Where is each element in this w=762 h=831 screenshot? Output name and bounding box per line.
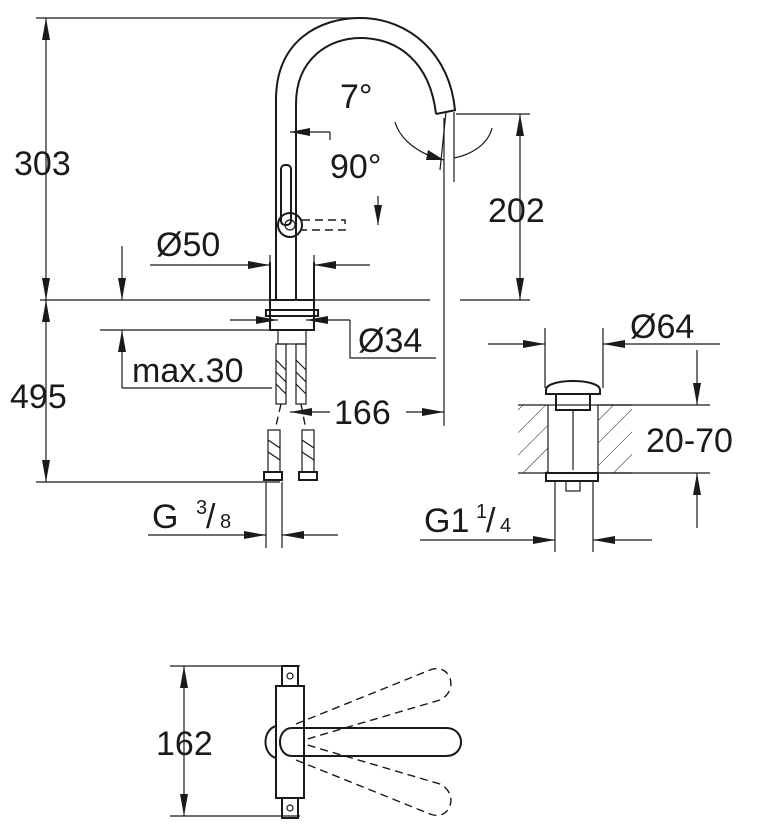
dim-height-below: 495 (10, 300, 280, 483)
label-g1-main: G1 (424, 502, 469, 540)
label-202: 202 (488, 192, 545, 230)
dim-waste-range: 20-70 (600, 350, 733, 528)
tap-side-view (40, 16, 457, 481)
dim-angle-spout: 7° (340, 78, 493, 182)
top-view: 162 (156, 665, 462, 819)
label-g-main: G (152, 498, 178, 536)
dim-hose-thread: G 3 / 8 (148, 482, 338, 548)
dim-max-thickness: max.30 (100, 329, 272, 390)
label-162: 162 (156, 725, 213, 763)
label-diam64: Ø64 (630, 308, 694, 346)
label-g-den: 8 (220, 511, 231, 533)
label-diam50: Ø50 (156, 226, 220, 264)
label-max30: max.30 (132, 352, 244, 390)
label-20-70: 20-70 (646, 422, 733, 460)
label-g-slash: / (206, 498, 216, 536)
dim-reach: 166 (290, 118, 445, 432)
label-g-num: 3 (196, 497, 207, 519)
label-diam34: Ø34 (358, 322, 422, 360)
waste-view (518, 380, 632, 492)
label-7deg: 7° (340, 78, 373, 116)
dim-diam-hole: Ø34 (230, 316, 436, 360)
label-g1-den: 4 (500, 515, 511, 537)
dim-diam-waste: Ø64 (488, 308, 720, 388)
label-495: 495 (10, 378, 67, 416)
dim-spout-height: 202 (456, 113, 545, 301)
dim-angle-lever: 90° (290, 128, 382, 225)
dim-diam-base: Ø50 (118, 226, 370, 300)
dim-height-spout: 303 (14, 17, 360, 300)
label-g1-num: 1 (476, 501, 487, 523)
label-90deg: 90° (330, 148, 381, 186)
label-g1-slash: / (486, 502, 496, 540)
label-303: 303 (14, 145, 71, 183)
label-166: 166 (334, 394, 391, 432)
dim-waste-thread: G1 1 / 4 (420, 481, 652, 552)
